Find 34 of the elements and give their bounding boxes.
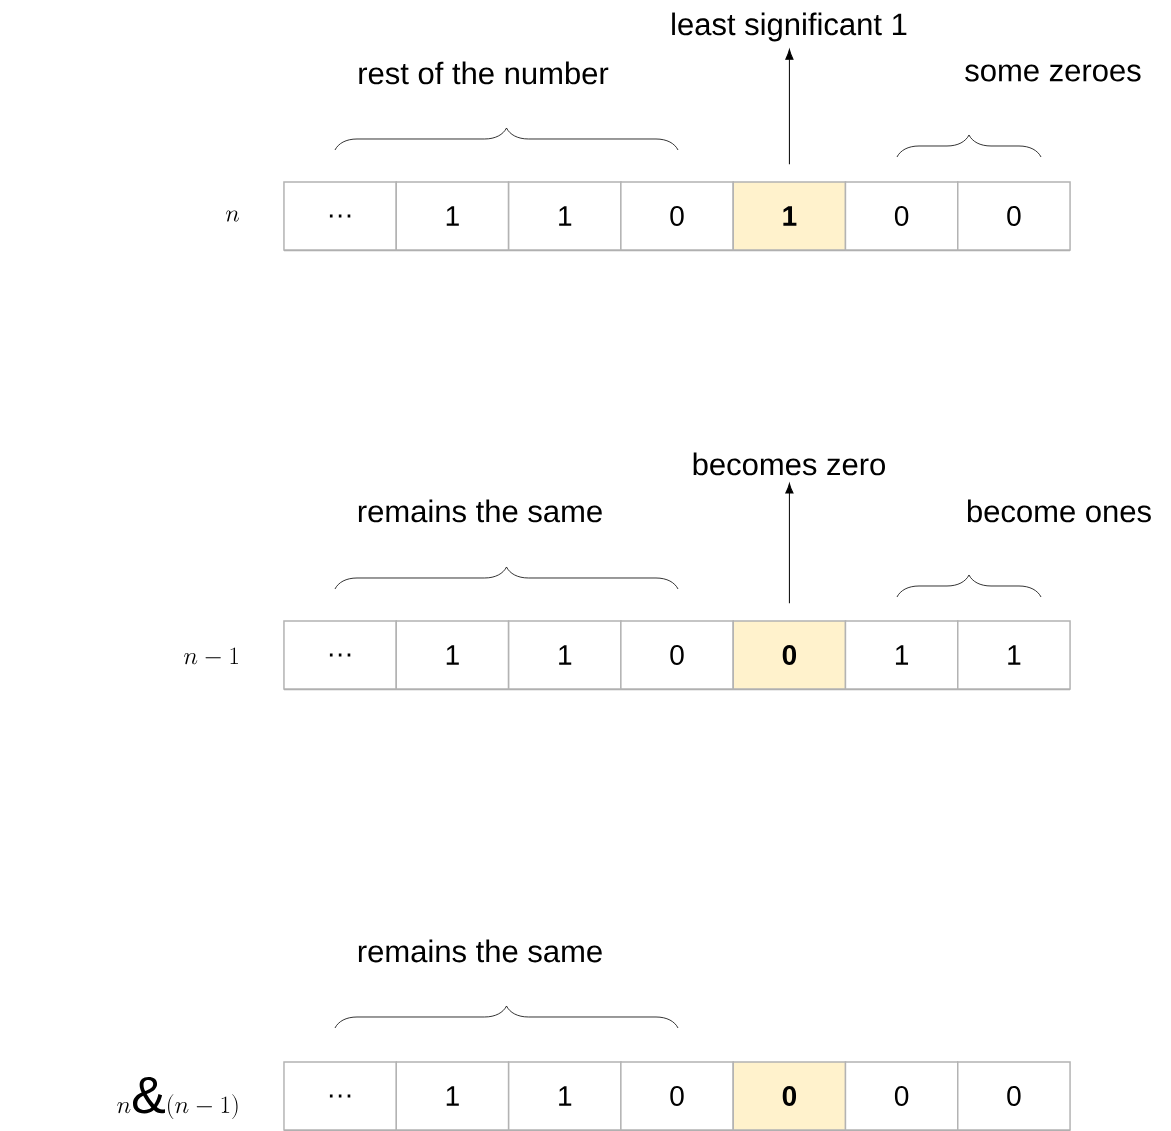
bit-cell: 1 [395,620,510,690]
bit-cell: 1 [507,1061,622,1131]
arrow [785,483,794,604]
bit-cell: … [283,620,397,690]
brace-label: become ones [967,499,1151,523]
bit-cell: 1 [395,1061,510,1131]
bit-cell: 1 [957,620,1071,690]
bit-cell: 0 [732,1061,847,1131]
bit-cell: 1 [844,620,959,690]
bit-cell: 0 [620,181,734,251]
bit-cell: 0 [844,1061,959,1131]
bit-cell: 1 [507,620,622,690]
annotation-text: becomes zero [693,452,885,476]
row-label: $n\&(n-1)$ [117,1076,238,1120]
bit-cell: 1 [395,181,510,251]
brace-label: remains the same [358,499,602,523]
bit-cell: 0 [957,1061,1071,1131]
arrow [785,49,794,165]
bit-cell: 1 [507,181,622,251]
brace-label: some zeroes [965,64,1141,82]
bit-cell: 0 [620,620,734,690]
bit-cell: 0 [620,1061,734,1131]
bit-cell: 0 [732,620,847,690]
bit-cell: 0 [844,181,959,251]
annotation-text: least significant 1 [672,12,907,42]
bit-cell: … [283,181,397,251]
brace-label: rest of the number [359,61,609,85]
bit-cell: 0 [957,181,1071,251]
bit-cell: 1 [732,181,847,251]
brace-label: remains the same [358,939,602,963]
bit-cell: … [283,1061,397,1131]
row-label: $n-1$ [184,647,238,665]
node-label: 0 [894,1086,909,1106]
row-label: $n$ [225,210,240,222]
